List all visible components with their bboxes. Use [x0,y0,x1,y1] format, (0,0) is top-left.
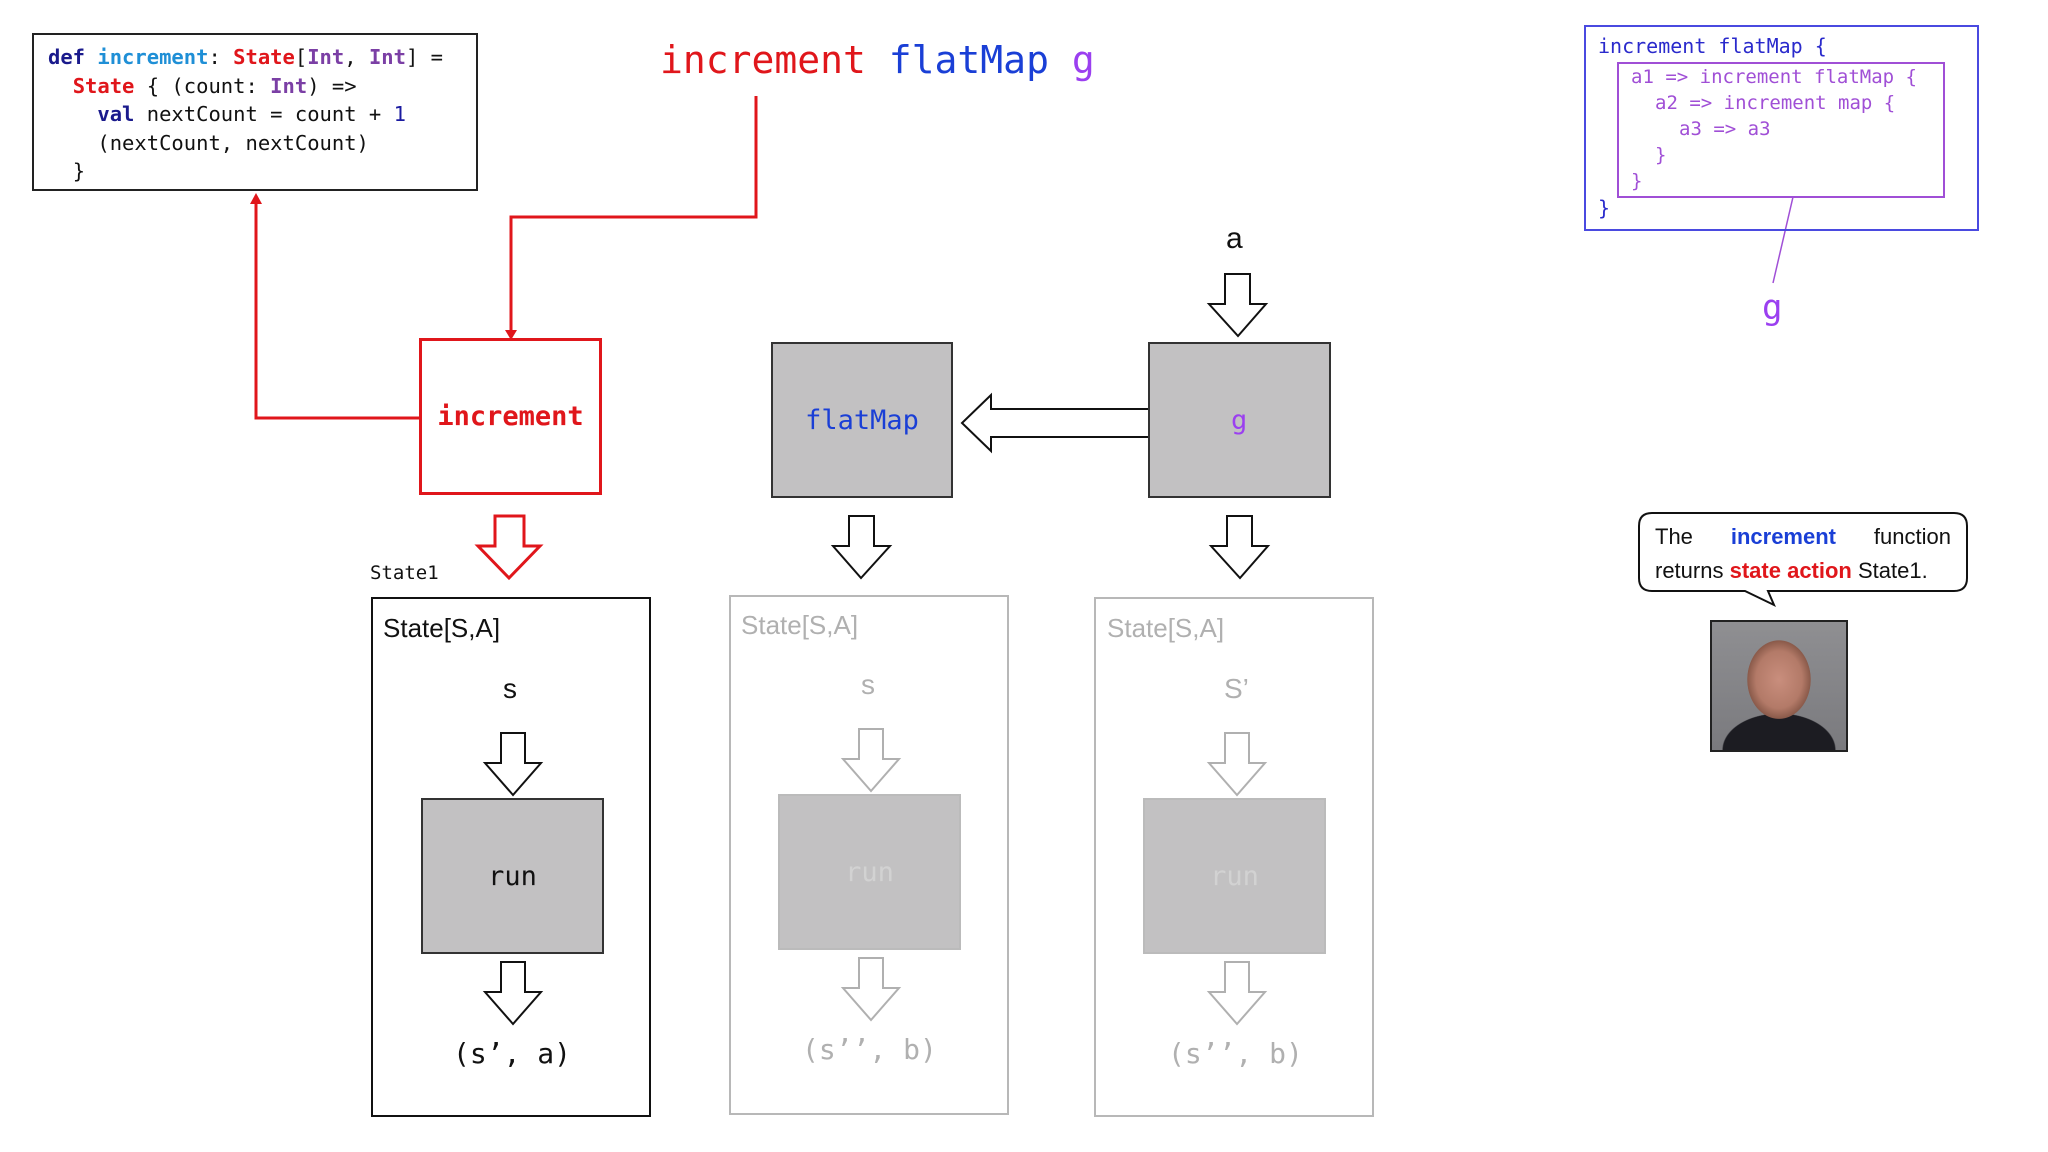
nested-code-outer-box [1584,25,1979,231]
code-box: def increment: State[Int, Int] = State {… [32,33,478,191]
state2-title: State[S,A] [741,610,859,640]
a-label: a [1226,222,1243,255]
code-line-4: (nextCount, nextCount) [97,130,369,155]
state1-output: (s’, a) [453,1037,572,1070]
flatmap-box: flatMap [771,342,953,498]
nested-line-6: } [1631,170,1643,192]
state3-input-arrow [1206,732,1268,797]
state2-output-arrow [840,957,902,1022]
state1-input-arrow [482,732,544,797]
state3-input: S’ [1224,673,1249,704]
speech-line-2: returns state action State1. [1655,558,1928,583]
nested-code-inner-box [1617,62,1945,198]
code-line-5: } [72,159,86,183]
speech-line-1: The increment function [1655,524,1951,549]
nested-line-2: a1 => increment flatMap { [1631,66,1917,88]
red-arrowhead-down [505,330,517,340]
state2-output: (s’’, b) [802,1033,937,1066]
speech-bubble [1638,512,1968,608]
a-down-arrow [1206,273,1269,338]
g-box-label: g [1231,405,1248,436]
code-line-2: State { (count: Int) => [72,73,357,98]
state1-output-arrow [482,961,544,1026]
increment-box: increment [419,338,602,495]
state2-input-arrow [840,728,902,793]
presenter-avatar [1710,620,1848,752]
red-hollow-arrow [474,514,544,581]
nested-g-label: g [1762,288,1783,328]
speech-bubble-text: The increment function returns state act… [1655,520,1955,588]
state1-tag: State1 [370,562,439,584]
state2-input: s [861,669,875,700]
nested-line-4: a3 => a3 [1679,118,1771,140]
state1-frame [371,597,651,1117]
nested-line-3: a2 => increment map { [1655,92,1896,114]
state1-title: State[S,A] [383,613,501,643]
state3-frame [1094,597,1374,1117]
state2-frame [729,595,1009,1115]
g-box [1148,342,1331,498]
state3-title: State[S,A] [1107,613,1225,643]
nested-line-7: } [1598,196,1611,220]
flatmap-down-arrow [830,515,893,580]
g-down-arrow [1208,515,1271,580]
nested-line-5: } [1655,144,1667,166]
state3-output-arrow [1206,961,1268,1026]
state3-run-box: run [1143,798,1326,954]
expression-flatmap: flatMap [888,38,1049,82]
nested-g-pointer [1772,196,1794,284]
expression-g: g [1071,38,1095,82]
expression-title: increment flatMap g [660,38,1095,82]
state2-run-box: run [778,794,961,950]
red-connector-expression-to-box [509,96,758,330]
state3-output: (s’’, b) [1168,1037,1303,1070]
red-connector-box-to-code [254,202,419,420]
red-arrowhead-up [250,193,262,204]
expression-increment: increment [660,38,866,82]
state1-run-box: run [421,798,604,954]
nested-line-1: increment flatMap { [1598,34,1827,58]
state1-input: s [503,673,517,704]
code-line-1: def increment: State[Int, Int] = [48,45,443,69]
code-line-3: val nextCount = count + 1 [97,102,406,126]
